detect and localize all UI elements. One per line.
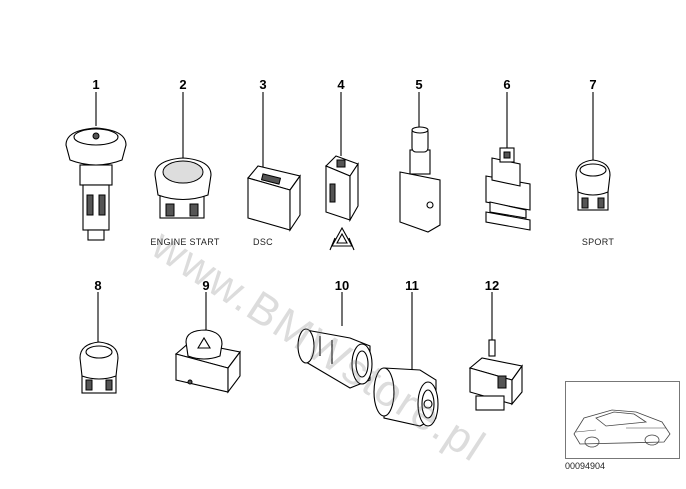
part-3-dsc-switch xyxy=(247,165,301,232)
part-number-6: 6 xyxy=(503,77,511,92)
leader-lines xyxy=(95,92,594,370)
catalog-number: 00094904 xyxy=(565,461,606,471)
vehicle-thumbnail xyxy=(565,381,680,459)
part-number-3: 3 xyxy=(259,77,267,92)
caption-sport: SPORT xyxy=(581,237,615,247)
part-number-8: 8 xyxy=(94,278,102,293)
part-number-10: 10 xyxy=(334,278,350,293)
part-number-2: 2 xyxy=(179,77,187,92)
part-number-7: 7 xyxy=(589,77,597,92)
caption-engine-start: ENGINE START xyxy=(150,237,220,247)
part-4-hazard-switch xyxy=(325,155,359,251)
part-7-sport-button xyxy=(575,159,611,211)
part-10-socket xyxy=(297,328,373,389)
part-number-12: 12 xyxy=(484,278,500,293)
part-6-switch xyxy=(485,147,531,231)
part-number-11: 11 xyxy=(405,278,419,293)
part-5-brake-light-switch xyxy=(399,126,441,233)
part-number-5: 5 xyxy=(415,77,423,92)
part-1-switch xyxy=(65,127,127,241)
part-9-switch xyxy=(174,329,241,394)
part-number-4: 4 xyxy=(337,77,345,92)
part-12-switch xyxy=(468,339,523,411)
part-number-9: 9 xyxy=(202,278,210,293)
part-2-engine-start-button xyxy=(154,157,212,219)
part-number-1: 1 xyxy=(92,77,100,92)
caption-dsc: DSC xyxy=(253,237,273,247)
part-8-button xyxy=(79,341,119,394)
part-11-lighter xyxy=(373,367,439,427)
car-icon xyxy=(573,409,671,448)
